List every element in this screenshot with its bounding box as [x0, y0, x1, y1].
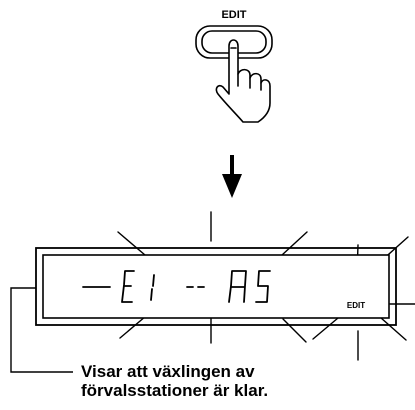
edit-button-label: EDIT	[204, 9, 264, 21]
caption: Visar att växlingen av förvalsstationer …	[81, 362, 268, 400]
display-edit-indicator: EDIT	[347, 301, 365, 310]
caption-line-2: förvalsstationer är klar.	[81, 381, 268, 400]
caption-line-1: Visar att växlingen av	[81, 362, 268, 381]
down-arrow-icon	[222, 155, 242, 198]
